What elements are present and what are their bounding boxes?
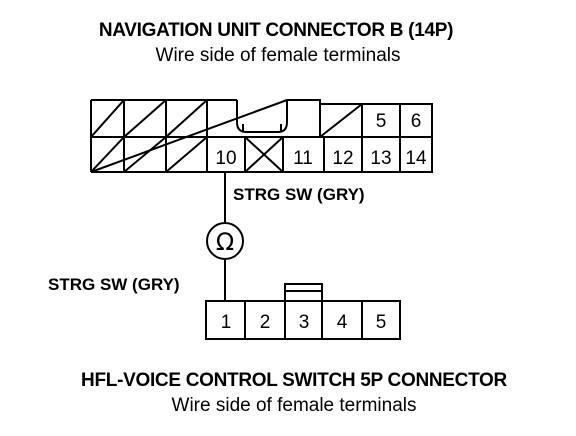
terminal-4: 4: [337, 312, 348, 333]
terminal-3: 3: [299, 312, 310, 333]
connector-5p-title: HFL-VOICE CONTROL SWITCH 5P CONNECTOR: [81, 370, 507, 391]
terminal-5: 5: [376, 111, 387, 132]
terminal-12: 12: [332, 148, 353, 169]
terminal-11: 11: [293, 148, 313, 169]
terminal-1: 1: [221, 312, 232, 333]
connector-5p-subtitle: Wire side of female terminals: [171, 395, 417, 416]
terminal-14: 14: [405, 148, 427, 169]
connector-5p: [205, 283, 401, 340]
connector-b-subtitle: Wire side of female terminals: [155, 45, 401, 66]
wire-label-lower: STRG SW (GRY): [48, 275, 180, 294]
connector-b-title: NAVIGATION UNIT CONNECTOR B (14P): [98, 20, 454, 41]
terminal-6: 6: [411, 111, 422, 132]
terminal-13: 13: [370, 148, 391, 169]
terminal-2: 2: [260, 312, 271, 333]
ohm-symbol: Ω: [216, 228, 234, 256]
terminal-10: 10: [215, 148, 236, 169]
connector-b: [90, 99, 433, 173]
wire-label-upper: STRG SW (GRY): [233, 185, 365, 204]
terminal-5p-5: 5: [376, 312, 387, 333]
